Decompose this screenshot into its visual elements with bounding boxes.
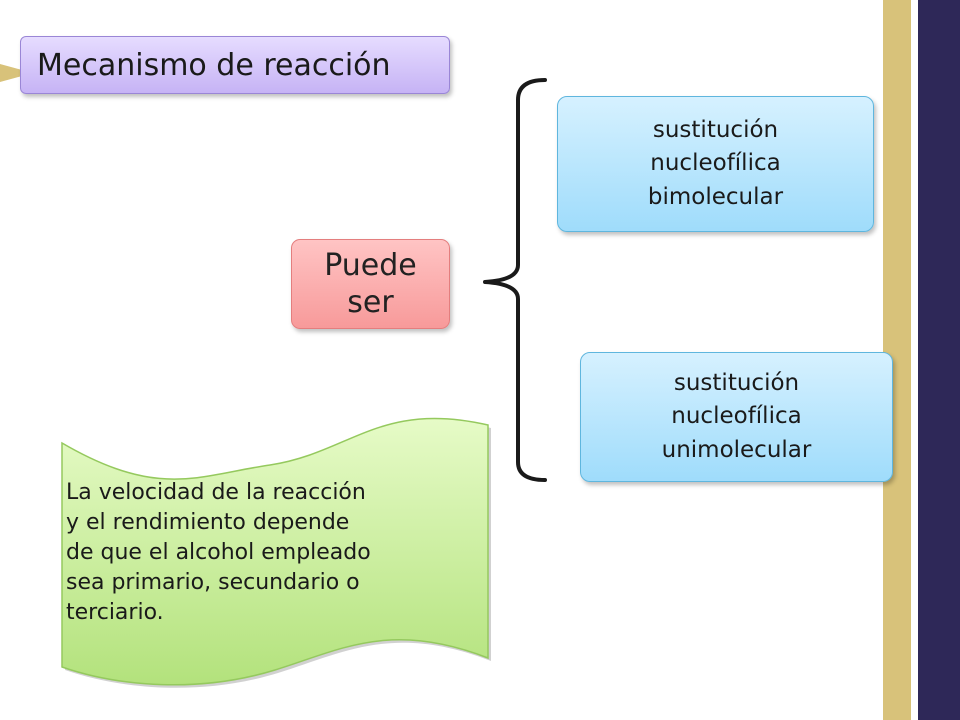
option-1-line-2: nucleofílica: [650, 150, 781, 177]
note-line-4: sea primario, secundario o: [66, 569, 360, 595]
option-1-line-3: bimolecular: [647, 183, 784, 210]
note-line-5: terciario.: [66, 599, 164, 625]
title-accent-mark: [0, 64, 22, 82]
note-line-1: La velocidad de la reacción: [66, 480, 366, 505]
curly-brace-connector: [483, 78, 547, 482]
option-2-line-3: unimolecular: [661, 436, 812, 463]
option-node-bimolecular: sustitución nucleofílica bimolecular: [557, 96, 874, 232]
note-text: La velocidad de la reacción y el rendimi…: [66, 478, 466, 628]
decorative-stripe-navy: [918, 0, 960, 720]
page-title: Mecanismo de reacción: [37, 47, 391, 83]
option-1-line-1: sustitución: [652, 116, 779, 143]
note-line-2: y el rendimiento depende: [66, 509, 350, 535]
title-box: Mecanismo de reacción: [20, 36, 450, 94]
option-2-line-2: nucleofílica: [671, 403, 802, 430]
option-node-unimolecular: sustitución nucleofílica unimolecular: [580, 352, 893, 482]
center-node: Puede ser: [291, 239, 450, 329]
center-node-line-1: Puede: [324, 247, 417, 283]
center-node-line-2: ser: [347, 285, 394, 320]
option-2-line-1: sustitución: [673, 369, 800, 396]
note-wave-shape: [61, 417, 491, 688]
note-line-3: de que el alcohol empleado: [66, 539, 371, 565]
